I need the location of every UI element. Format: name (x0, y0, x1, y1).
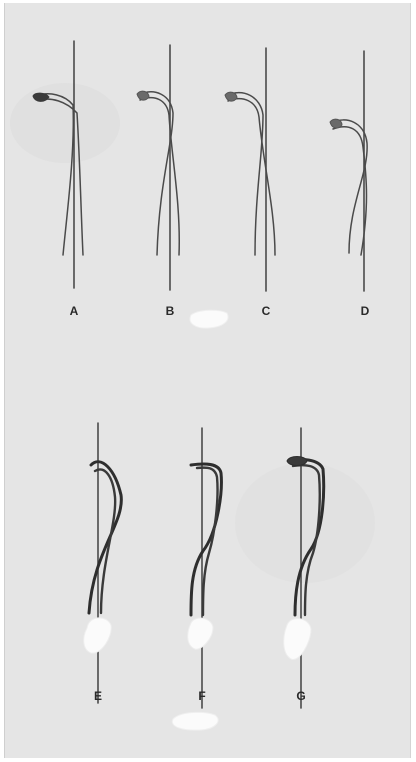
wire-bending-diagram: A B C D E F G (5, 3, 410, 758)
bent-wire-strand (228, 99, 275, 255)
panel-label-b: B (166, 304, 175, 318)
panel-e (84, 423, 122, 703)
white-blob (172, 712, 218, 730)
white-blob (190, 310, 228, 328)
wire-loop-end (287, 457, 307, 466)
white-blob (284, 619, 311, 660)
panel-label-d: D (361, 304, 370, 318)
panel-label-a: A (70, 304, 79, 318)
paper-shading (235, 463, 375, 583)
panel-b (137, 45, 179, 290)
figure-panel: A B C D E F G (4, 3, 411, 758)
bent-wire-strand (226, 93, 263, 255)
panel-label-e: E (94, 689, 102, 703)
wire-loop-end (33, 93, 49, 101)
bent-wire-strand (138, 92, 173, 255)
panel-label-f: F (198, 689, 205, 703)
panel-d (330, 51, 367, 291)
bent-wire-strand (89, 462, 121, 613)
bent-wire-strand (197, 468, 218, 615)
bent-wire-strand (140, 98, 179, 255)
wire-loop-end (330, 119, 342, 128)
white-blob (188, 618, 213, 649)
wire-loop-end (225, 92, 237, 101)
panel-a (33, 41, 83, 288)
panel-c (225, 48, 275, 291)
wire-loop-end (137, 91, 149, 100)
panel-label-g: G (296, 689, 305, 703)
panel-label-c: C (262, 304, 271, 318)
panel-f (172, 428, 221, 730)
paper-shading (10, 83, 120, 163)
white-blob (84, 618, 111, 653)
